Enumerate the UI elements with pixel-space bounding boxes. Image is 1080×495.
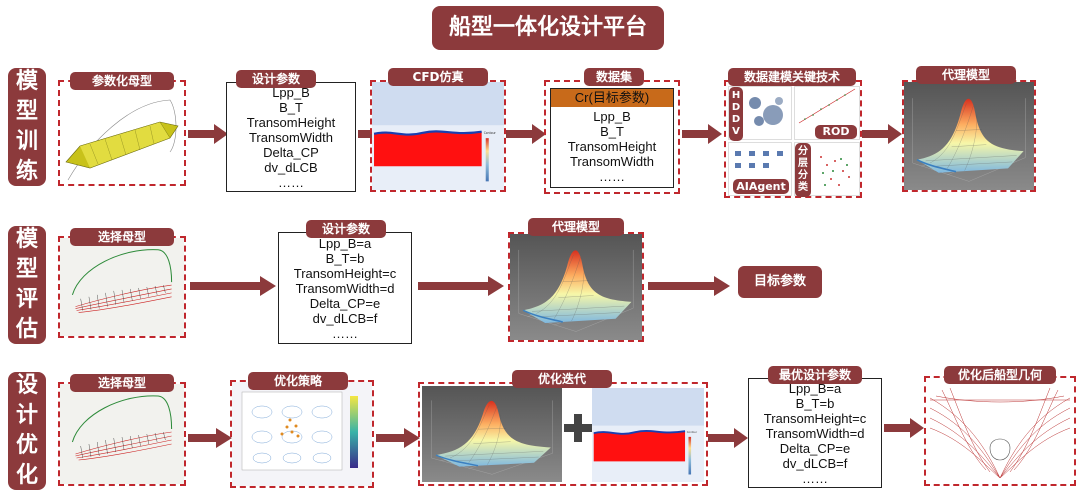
rod-chart	[798, 88, 856, 124]
aiagent-tag: AIAgent	[733, 179, 789, 194]
row-label-optimization: 设计优化	[8, 372, 46, 490]
arrow-12	[884, 418, 924, 438]
dataset-header: Cr(目标参数)	[551, 89, 673, 107]
page-title: 船型一体化设计平台	[432, 6, 664, 50]
surrogate-label-1: 代理模型	[916, 66, 1016, 84]
arrow-5	[862, 124, 902, 144]
rod-cell: ROD	[794, 86, 860, 140]
select-hull-label-3: 选择母型	[70, 374, 174, 392]
arrow-10	[376, 428, 420, 448]
result-panel	[924, 376, 1076, 486]
iteration-panel	[418, 382, 708, 486]
select-hull-panel-2	[58, 236, 186, 338]
arrow-4	[682, 124, 722, 144]
hull-lines-image-2	[60, 238, 184, 336]
row-label-training: 模型训练	[8, 68, 46, 186]
select-hull-panel-3	[58, 382, 186, 486]
dataset-label: 数据集	[584, 68, 644, 86]
target-param-button: 目标参数	[738, 266, 822, 298]
optimized-hull-image	[926, 378, 1074, 484]
surrogate-label-2: 代理模型	[528, 218, 624, 236]
arrow-8	[648, 276, 730, 296]
key-tech-label: 数据建模关键技术	[728, 68, 856, 86]
parent-hull-label: 参数化母型	[70, 72, 174, 90]
surrogate-surface-1	[904, 82, 1034, 190]
iteration-cfd	[592, 388, 704, 482]
surrogate-surface-2	[510, 234, 642, 340]
strategy-label: 优化策略	[248, 372, 348, 390]
plus-icon	[564, 414, 592, 442]
design-params-label-2: 设计参数	[306, 220, 386, 238]
arrow-6	[190, 276, 276, 296]
best-params-label: 最优设计参数	[768, 366, 862, 384]
cfd-label: CFD仿真	[388, 68, 488, 86]
iteration-surface	[422, 386, 562, 482]
cfd-panel	[370, 80, 506, 192]
design-params-label: 设计参数	[236, 70, 316, 88]
iteration-label: 优化迭代	[512, 370, 612, 388]
strategy-panel	[230, 380, 374, 488]
cfd-image	[372, 82, 504, 190]
arrow-9	[188, 428, 232, 448]
select-hull-label-2: 选择母型	[70, 228, 174, 246]
aiagent-diagram	[735, 151, 783, 168]
layered-cell: 分层分类	[794, 142, 860, 197]
layered-tag: 分层分类	[795, 143, 811, 197]
parent-hull-panel	[58, 80, 186, 186]
arrow-7	[418, 276, 504, 296]
rod-tag: ROD	[815, 125, 857, 139]
strategy-contour-plot	[232, 382, 372, 486]
surrogate-panel-2	[508, 232, 644, 342]
row-label-evaluation: 模型评估	[8, 226, 46, 344]
aiagent-cell: AIAgent	[728, 142, 792, 196]
arrow-1	[188, 124, 228, 144]
hull-lines-image-3	[60, 384, 184, 484]
parametric-hull-image	[60, 82, 184, 184]
result-label: 优化后船型几何	[944, 366, 1056, 384]
arrow-11	[708, 428, 748, 448]
surrogate-panel-1	[902, 80, 1036, 192]
hddv-chart	[749, 97, 783, 126]
arrow-3	[506, 124, 546, 144]
layered-chart	[820, 156, 850, 186]
